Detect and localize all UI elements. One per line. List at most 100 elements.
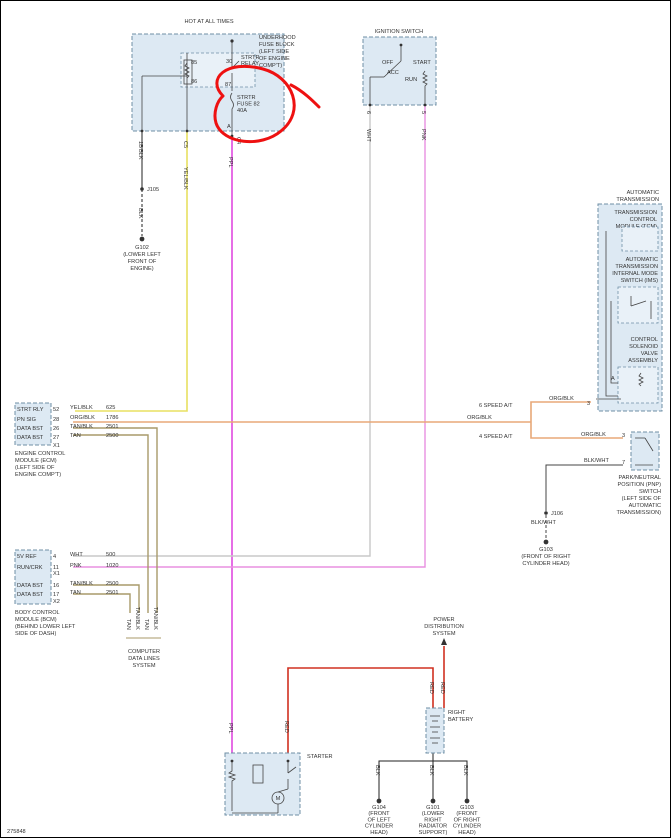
pin-85: 85 — [191, 60, 197, 66]
wire-label-pnk: PNK — [420, 129, 426, 141]
ecm-pin-number: 52 — [53, 407, 59, 413]
label-4speed: 4 SPEED A/T — [479, 434, 513, 440]
wire-ecm-tan-blk — [73, 427, 158, 613]
wire-label-ppl-starter: PPL — [227, 723, 233, 734]
pin-a-sol: A — [611, 376, 615, 382]
bcm-circuit: 500 — [106, 552, 115, 558]
ecm-circuit: 2500 — [106, 433, 118, 439]
wire-bcm-tan — [73, 593, 131, 613]
wire-label-red-bat2: RED — [439, 682, 445, 694]
bcm-circuit: 2500 — [106, 581, 118, 587]
fuse-block-title: HOT AT ALL TIMES — [184, 19, 233, 25]
bcm-pin-number: 17 — [53, 592, 59, 598]
ign-pin-5: 5 — [420, 111, 426, 114]
ecm-pin-label: STRT RLY — [17, 407, 44, 413]
ecm-wire-color: TAN/BLK — [70, 424, 93, 430]
wire-org-blk-6spd — [530, 401, 591, 422]
wires — [73, 106, 623, 799]
pds-arrow — [441, 638, 447, 645]
data-wire-4: TAN/BLK — [152, 607, 158, 630]
solenoid-box — [617, 366, 659, 404]
bcm-pin-label: RUN/CRK — [17, 565, 43, 571]
ecm-wire-color: ORG/BLK — [70, 415, 95, 421]
ecm-wire-color: YEL/BLK — [70, 405, 93, 411]
relay-coil — [183, 59, 193, 85]
splice-j105: J105 — [147, 187, 159, 193]
pos-acc: ACC — [387, 70, 399, 76]
ecm-pin-label: DATA BST — [17, 435, 44, 441]
bcm-connector-x2: X2 — [53, 599, 60, 605]
bcm-circuit: 1020 — [106, 563, 118, 569]
bcm-pin-number: 11 — [53, 565, 59, 571]
wire-blk-wht — [545, 464, 623, 511]
wire-label-blk-bottom: BLK — [137, 208, 143, 219]
wire-label-yel-blk: YEL/BLK — [182, 167, 188, 190]
bcm-circuit: 2501 — [106, 590, 118, 596]
ground-wire-label: BLK — [428, 765, 434, 776]
ecm-pin-number: 27 — [53, 435, 59, 441]
bcm-pin-label: DATA BST — [17, 592, 44, 598]
pnp-pin-7: 7 — [622, 460, 625, 466]
bcm-wire-color: TAN — [70, 590, 81, 596]
wire-yel-blk — [75, 131, 188, 412]
ecm-circuit: 2501 — [106, 424, 118, 430]
wire-blk-g103b — [432, 753, 468, 799]
ignition-switch: IGNITION SWITCH OFF ACC RUN START 6 5 WH… — [362, 29, 437, 142]
wire-label-org-main: ORG/BLK — [467, 415, 492, 421]
pin-a: A — [227, 124, 231, 130]
motor-letter: M — [276, 796, 281, 802]
wire-bcm-tan-blk — [73, 584, 140, 613]
starter-label: STARTER — [307, 754, 333, 760]
terminal-c5: C5 — [182, 141, 188, 148]
ecm-wire-color: TAN — [70, 433, 81, 439]
ecm-pin-number: 28 — [53, 417, 59, 423]
ground-wire-label: BLK — [374, 765, 380, 776]
starter-solenoid — [252, 764, 264, 784]
wire-label-org-6spd: ORG/BLK — [549, 396, 574, 402]
ground-wire-label: BLK — [462, 765, 468, 776]
wire-blk-g104 — [378, 753, 434, 799]
ecm-pin-label: PN SIG — [17, 417, 36, 423]
wire-wht — [73, 106, 371, 557]
wire-label-red-bat1: RED — [428, 682, 434, 694]
ecm-pin-label: DATA BST — [17, 426, 44, 432]
wire-label-red-starter: RED — [283, 721, 289, 733]
wire-pnk — [73, 106, 426, 568]
pin-86: 86 — [191, 79, 197, 85]
highlight-annotation — [213, 64, 321, 144]
ecm-circuit: 1786 — [106, 415, 118, 421]
ecm-pin-number: 26 — [53, 426, 59, 432]
data-wire-3: TAN — [143, 619, 149, 630]
wire-ecm-tan — [73, 434, 149, 613]
fuse-symbol — [230, 92, 234, 136]
pos-run: RUN — [405, 77, 417, 83]
data-wire-1: TAN — [125, 619, 131, 630]
bcm-wire-color: TAN/BLK — [70, 581, 93, 587]
bcm-wire-color: PNK — [70, 563, 82, 569]
figure-id: 275848 — [7, 829, 26, 835]
ground-point — [376, 798, 382, 804]
pin-87: 87 — [225, 82, 231, 88]
ims-box — [617, 286, 659, 324]
